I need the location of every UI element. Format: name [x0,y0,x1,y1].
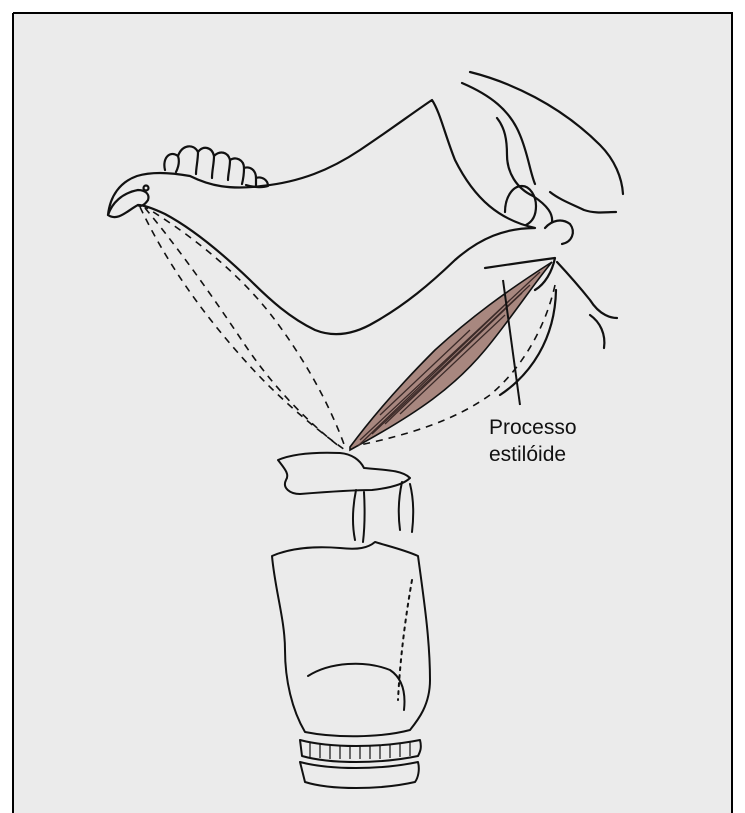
label-estiloide: estilóide [489,443,566,467]
label-processo: Processo [489,416,577,440]
figure-background [13,13,732,813]
